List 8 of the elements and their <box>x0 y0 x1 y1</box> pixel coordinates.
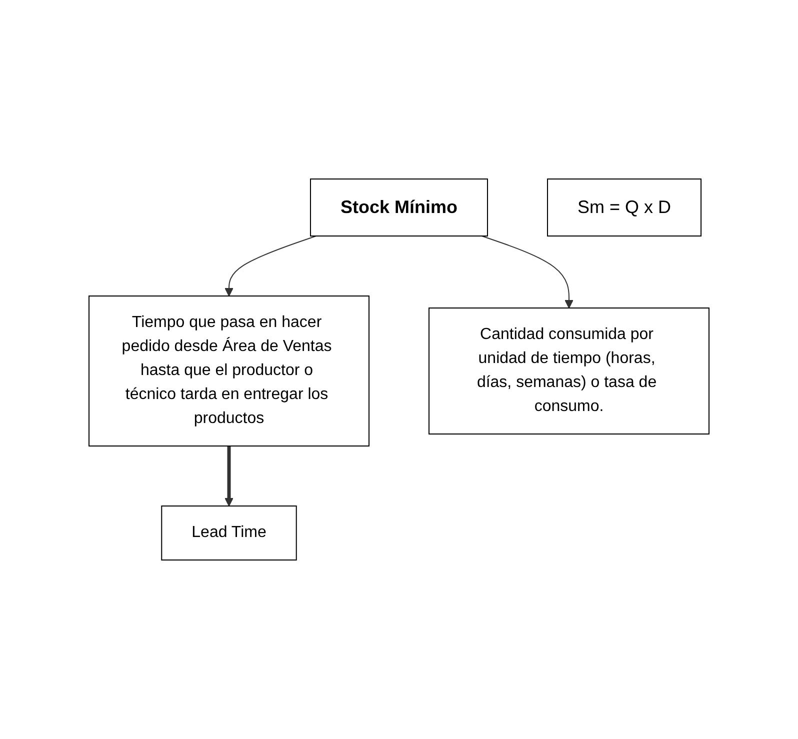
arrow <box>224 236 317 296</box>
node-box: Tiempo que pasa en hacer pedido desde Área de Ventas hasta que el productor o técnico tarda en entregar los productos <box>88 296 370 446</box>
node-box: Sm = Q x D <box>547 178 702 236</box>
arrow <box>224 446 234 506</box>
node-box: Cantidad consumida por unidad de tiempo (horas, días, semanas) o tasa de consumo. <box>428 308 710 434</box>
node-box: Lead Time <box>161 506 297 560</box>
arrow <box>481 236 574 308</box>
node-box: Stock Mínimo <box>310 178 488 236</box>
